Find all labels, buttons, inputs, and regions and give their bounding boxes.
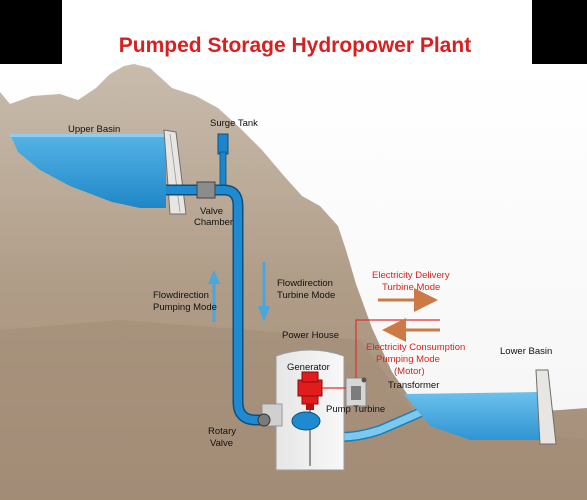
rotary-valve-label-2: Valve (210, 438, 233, 449)
surge-tank (217, 133, 229, 155)
lower-basin-label: Lower Basin (500, 346, 552, 357)
page-title: Pumped Storage Hydropower Plant (119, 34, 471, 57)
upper-dam-shade (169, 133, 181, 213)
delivery-label-1: Electricity Delivery (372, 270, 450, 281)
lower-basin-water (404, 392, 540, 440)
upper-basin-label: Upper Basin (68, 124, 120, 135)
power-line (322, 319, 440, 389)
transformer-core (351, 386, 361, 400)
transformer-label: Transformer (388, 380, 439, 391)
consumption-label-1: Electricity Consumption (366, 342, 465, 353)
upper-basin-water (10, 134, 166, 208)
flow-turbine-label-2: Turbine Mode (277, 290, 335, 301)
pump-turbine-label: Pump Turbine (326, 404, 385, 415)
consumption-label-2: Pumping Mode (376, 354, 440, 365)
title-banner (62, 0, 532, 64)
transformer-bushing (361, 377, 367, 383)
valve-chamber-label-2: Chamber (194, 217, 233, 228)
turbine-flow-arrow (258, 262, 270, 322)
rotary-valve-label-1: Rotary (208, 426, 236, 437)
rotary-valve (257, 413, 271, 427)
power-house-label: Power House (282, 330, 339, 341)
surge-tank-label: Surge Tank (210, 118, 258, 129)
pump-turbine (291, 411, 321, 431)
upper-basin-surface (10, 134, 166, 137)
flow-turbine-label-1: Flowdirection (277, 278, 333, 289)
surge-tank-shaft (219, 151, 227, 189)
lower-dam (535, 369, 557, 445)
flow-pumping-label-1: Flowdirection (153, 290, 209, 301)
generator-label: Generator (287, 362, 330, 373)
pumping-flow-arrow (208, 270, 220, 322)
delivery-label-2: Turbine Mode (382, 282, 440, 293)
valve-chamber-label-1: Valve (200, 206, 223, 217)
generator (297, 371, 323, 410)
flow-pumping-label-2: Pumping Mode (153, 302, 217, 313)
valve-chamber (196, 181, 216, 199)
consumption-label-3: (Motor) (394, 366, 425, 377)
